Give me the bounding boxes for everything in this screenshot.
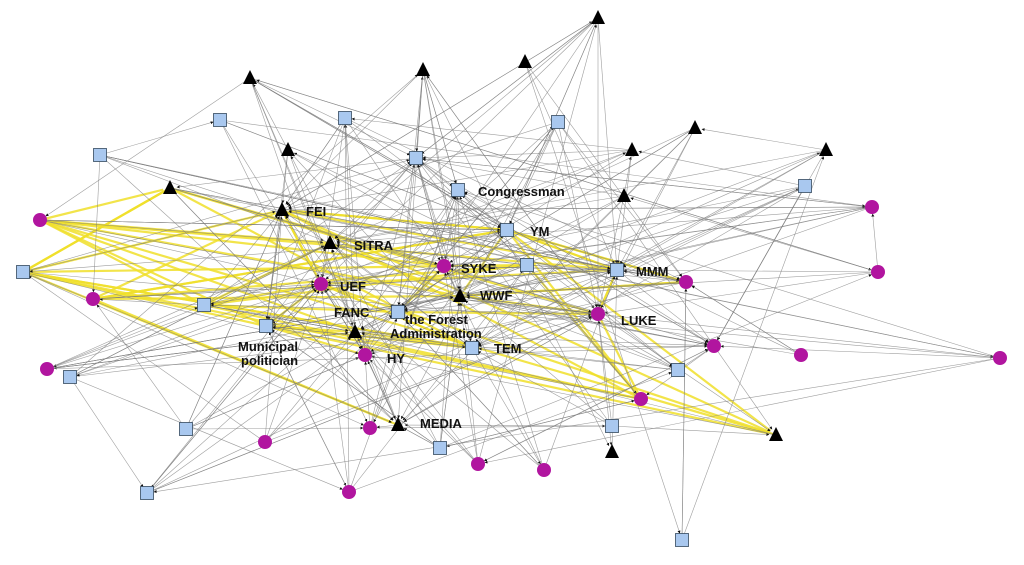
square-node [409,151,423,165]
square-node [500,223,514,237]
triangle-node [819,142,833,156]
circle-node [86,292,100,306]
triangle-node [769,427,783,441]
circle-node [342,485,356,499]
triangle-node [416,62,430,76]
square-node [671,363,685,377]
circle-node [679,275,693,289]
square-node [259,319,273,333]
circle-node [33,213,47,227]
square-node [465,341,479,355]
label-sitra: SITRA [354,238,394,253]
circle-node [865,200,879,214]
circle-node [591,307,605,321]
circle-node [471,457,485,471]
square-node [610,263,624,277]
label-municipal-politician-line2: politician [241,353,298,368]
triangle-node [275,202,289,216]
square-node [179,422,193,436]
triangle-node [625,142,639,156]
label-uef: UEF [340,279,366,294]
label-fanc: FANC [334,305,370,320]
triangle-node [163,180,177,194]
circle-node [314,277,328,291]
triangle-node [281,142,295,156]
triangle-node [617,188,631,202]
square-node [140,486,154,500]
triangle-node [348,324,362,338]
label-fei: FEI [306,204,326,219]
label-municipal-politician-line1: Municipal [238,339,298,354]
nodes [16,10,1007,547]
node-labels: FEI Congressman YM SITRA SYKE WWF MMM UE… [238,184,669,431]
circle-node [437,259,451,273]
triangle-node [453,288,467,302]
triangle-node [688,120,702,134]
label-ym: YM [530,224,550,239]
label-forest-administration-line2: Administration [390,326,482,341]
circle-node [707,339,721,353]
triangle-node [391,417,405,431]
square-node [93,148,107,162]
label-forest-administration-line1: the Forest [405,312,469,327]
circle-node [363,421,377,435]
triangle-node [518,54,532,68]
square-node [798,179,812,193]
triangle-node [323,235,337,249]
square-node [451,183,465,197]
square-node [16,265,30,279]
label-media: MEDIA [420,416,463,431]
square-node [213,113,227,127]
square-node [520,258,534,272]
square-node [433,441,447,455]
circle-node [258,435,272,449]
circle-node [871,265,885,279]
square-node [605,419,619,433]
label-congressman: Congressman [478,184,565,199]
triangle-node [243,70,257,84]
square-node [551,115,565,129]
label-syke: SYKE [461,261,497,276]
label-wwf: WWF [480,288,513,303]
circle-node [993,351,1007,365]
square-node [338,111,352,125]
circle-node [634,392,648,406]
circle-node [537,463,551,477]
label-luke: LUKE [621,313,657,328]
square-node [675,533,689,547]
label-tem: TEM [494,341,521,356]
square-node [63,370,77,384]
square-node [197,298,211,312]
circle-node [794,348,808,362]
square-node [391,305,405,319]
triangle-node [605,444,619,458]
circle-node [40,362,54,376]
triangle-node [591,10,605,24]
label-mmm: MMM [636,264,669,279]
edges [22,17,1001,541]
label-hy: HY [387,351,405,366]
circle-node [358,348,372,362]
